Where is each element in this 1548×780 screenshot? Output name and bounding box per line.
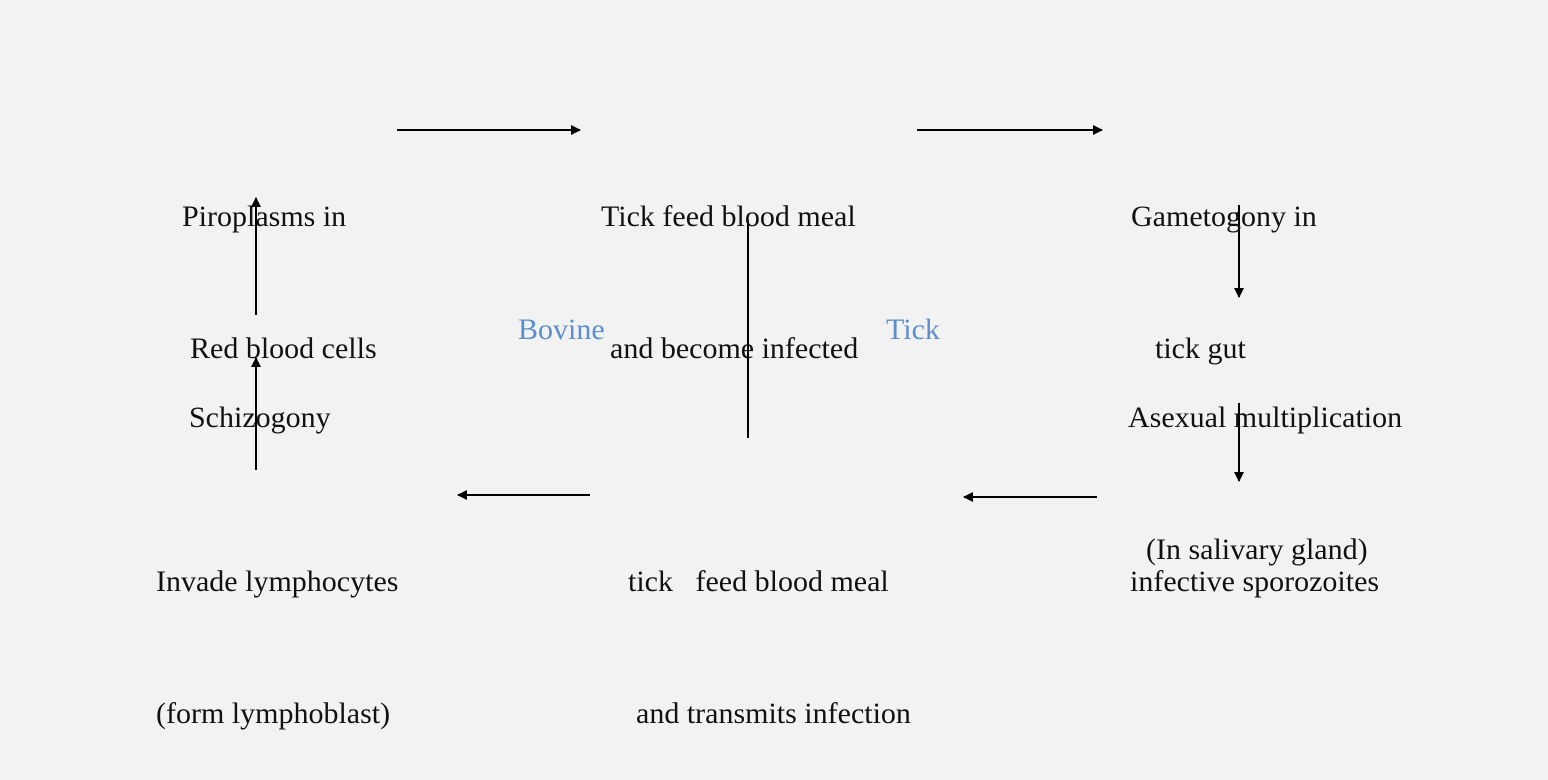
region-label-bovine: Bovine	[518, 313, 605, 346]
node-tick-feed-infected-line2: and become infected	[610, 332, 859, 365]
node-tick-feed-transmits: tick feed blood meal and transmits infec…	[628, 472, 911, 780]
node-infective-sporozoites: infective sporozoites	[1130, 472, 1379, 648]
node-tick-feed-transmits-line2: and transmits infection	[636, 697, 911, 730]
node-asexual-multiplication: Asexual multiplication (In salivary glan…	[1128, 308, 1402, 616]
node-invade-line2: (form lymphoblast)	[156, 697, 391, 730]
node-tick-feed-transmits-line1: tick feed blood meal	[628, 565, 889, 598]
node-tick-feed-infected: Tick feed blood meal and become infected	[601, 107, 858, 415]
node-tick-feed-infected-line1: Tick feed blood meal	[601, 200, 856, 233]
node-gametogony-line1: Gametogony in	[1131, 200, 1317, 233]
node-gametogony-line2: tick gut	[1155, 332, 1246, 365]
node-asexual-line1: Asexual multiplication	[1128, 401, 1403, 434]
node-schizogony: Schizogony	[189, 308, 331, 484]
node-piroplasms: Piroplasms in Red blood cells	[182, 107, 377, 415]
node-invade-lymphocytes: Invade lymphocytes (form lymphoblast)	[156, 472, 398, 780]
node-piroplasms-line1: Piroplasms in	[182, 200, 347, 233]
region-label-tick: Tick	[886, 313, 940, 346]
node-gametogony: Gametogony in tick gut	[1131, 107, 1317, 415]
node-asexual-line2: (In salivary gland)	[1146, 533, 1368, 566]
node-schizogony-line1: Schizogony	[189, 401, 331, 434]
node-sporozoites-line1: infective sporozoites	[1130, 565, 1380, 598]
arrows-layer	[251, 125, 1244, 502]
node-invade-line1: Invade lymphocytes	[156, 565, 399, 598]
node-piroplasms-line2: Red blood cells	[190, 332, 377, 365]
